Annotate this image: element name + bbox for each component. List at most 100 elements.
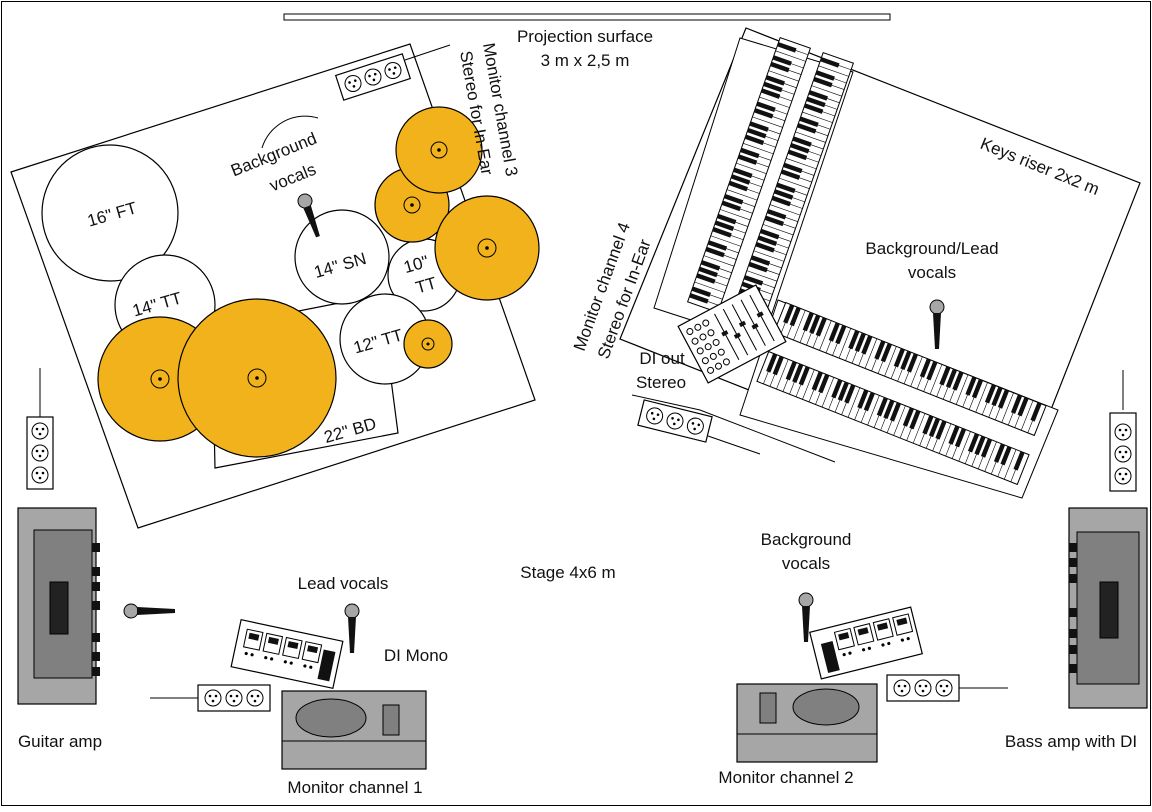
piano-black-key	[900, 350, 912, 371]
piano-key-divider	[776, 359, 789, 390]
piano-key-divider	[802, 111, 833, 123]
cymbal-ride	[434, 195, 540, 301]
pedalboard-bg	[809, 606, 923, 680]
guitar-amp-label: Guitar amp	[18, 732, 102, 751]
piano-black-key	[802, 312, 814, 332]
piano-black-key	[691, 286, 711, 298]
di-mono-label: DI Mono	[384, 646, 448, 665]
piano-black-key	[861, 335, 873, 355]
piano-black-key	[712, 227, 732, 238]
piano-black-key	[783, 162, 803, 174]
piano-black-key	[837, 381, 849, 401]
piano-black-key	[743, 275, 764, 286]
piano-black-key	[783, 304, 795, 324]
piano-black-key	[863, 391, 875, 412]
piano-black-key	[747, 127, 767, 139]
piano-black-key	[928, 417, 941, 438]
piano-black-key	[991, 386, 1003, 407]
piano-black-key	[876, 397, 888, 417]
piano-black-key	[728, 180, 748, 192]
piano-key-divider	[912, 413, 926, 444]
piano-black-key	[926, 361, 938, 381]
cymbal-top	[395, 106, 483, 194]
piano-black-key	[809, 314, 821, 334]
piano-black-key	[828, 322, 840, 342]
piano-key-divider	[975, 382, 988, 413]
keyboard-3	[773, 301, 1047, 437]
piano-key-divider	[736, 162, 767, 174]
piano-black-key	[939, 366, 951, 386]
piano-black-key	[792, 136, 812, 147]
piano-key-divider	[929, 364, 943, 395]
piano-key-divider	[884, 346, 897, 377]
mixer-knob	[704, 343, 712, 351]
keyboard-4	[756, 350, 1030, 486]
mixer-knob	[722, 358, 730, 366]
mixer-knob	[707, 329, 715, 337]
mixer-knob	[694, 323, 702, 331]
piano-key-divider	[811, 85, 842, 97]
piano-key-divider	[847, 387, 861, 418]
projection-surface-size: 3 m x 2,5 m	[541, 51, 630, 70]
keys-di-label-1: DI out	[639, 349, 685, 368]
mixer-fader-track	[731, 304, 758, 351]
cymbal-large-right	[177, 298, 337, 458]
stage-label: Stage 4x6 m	[520, 563, 615, 582]
piano-black-key	[906, 353, 918, 373]
piano-black-key	[705, 246, 725, 258]
piano-key-divider	[1001, 392, 1014, 423]
mixer-knob	[702, 319, 710, 327]
lead-vocals-area: Lead vocals DI Mono	[150, 574, 448, 797]
piano-key-divider	[802, 369, 815, 400]
piano-key-divider	[910, 356, 923, 387]
piano-black-key	[844, 384, 856, 404]
piano-black-key	[770, 61, 790, 73]
piano-black-key	[760, 88, 781, 99]
piano-black-key	[993, 443, 1006, 463]
piano-black-key	[700, 260, 721, 271]
piano-key-divider	[719, 209, 751, 221]
mixer-fader-cap	[756, 311, 764, 318]
outlet-icon	[914, 679, 932, 697]
projection-surface	[283, 13, 891, 21]
piano-black-key	[818, 373, 830, 394]
piano-key-divider	[955, 374, 969, 405]
piano-black-key	[733, 167, 753, 179]
power-strip-keys	[631, 394, 836, 463]
piano-black-key	[1030, 402, 1042, 422]
piano-key-divider	[793, 310, 806, 341]
piano-black-key	[945, 368, 958, 389]
piano-black-key	[893, 348, 905, 368]
piano-black-key	[766, 353, 778, 373]
projection-surface-label: Projection surface	[517, 27, 653, 46]
piano-black-key	[766, 209, 787, 220]
piano-black-key	[716, 213, 737, 225]
piano-black-key	[759, 228, 780, 240]
keys-vocals-label-1: Background/Lead	[865, 239, 998, 258]
mixer-knob	[701, 357, 709, 365]
piano-key-divider	[818, 65, 849, 77]
keys-di-label-2: Stereo	[636, 373, 686, 392]
mixer-knob	[714, 362, 722, 370]
keys-mixer	[677, 284, 787, 384]
piano-black-key	[696, 273, 716, 284]
outlet-icon	[935, 679, 953, 697]
piano-black-key	[723, 194, 744, 205]
piano-black-key	[787, 149, 808, 161]
power-strip-bass	[1109, 412, 1137, 492]
piano-black-key	[811, 371, 823, 391]
piano-key-divider	[752, 116, 783, 128]
piano-key-divider	[775, 50, 806, 62]
piano-black-key	[698, 266, 718, 278]
piano-key-divider	[759, 96, 790, 108]
piano-black-key	[721, 200, 742, 212]
piano-black-key	[689, 293, 709, 304]
piano-black-key	[1013, 451, 1025, 471]
piano-black-key	[771, 195, 791, 207]
front-bg-vocals-label-2: vocals	[782, 554, 830, 573]
piano-key-divider	[984, 441, 997, 472]
piano-black-key	[756, 101, 776, 113]
piano-black-key	[997, 389, 1010, 409]
monitor-1-label: Monitor channel 1	[287, 778, 422, 797]
